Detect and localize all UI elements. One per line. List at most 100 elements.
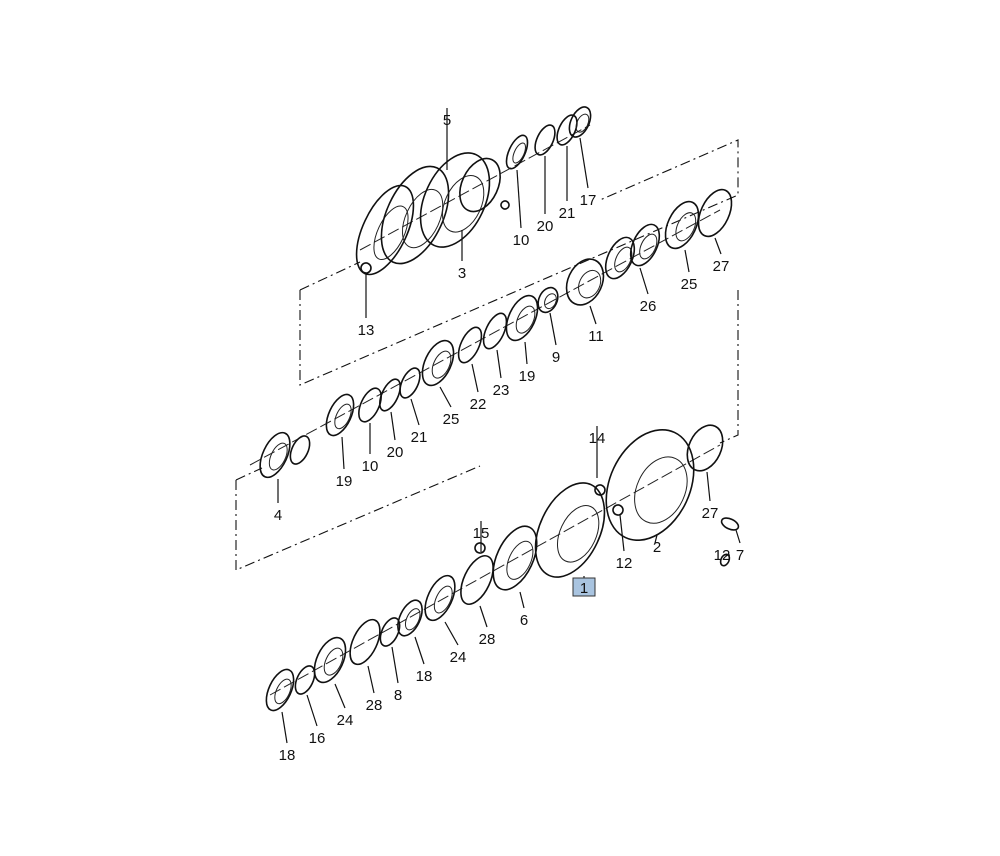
part-35 (534, 482, 606, 578)
part-20 (604, 236, 636, 280)
part-labels: 5102021173132725261191923222521201019414… (274, 112, 744, 764)
leader-line (341, 436, 345, 470)
leader-line (654, 534, 658, 544)
part-16 (482, 312, 508, 350)
leader-line (516, 169, 522, 229)
part-label-21[interactable]: 21 (559, 205, 576, 222)
part-label-24[interactable]: 24 (337, 712, 354, 729)
part-label-18[interactable]: 18 (279, 747, 296, 764)
assembly-frames (235, 139, 739, 571)
part-label-15[interactable]: 15 (473, 525, 490, 542)
part-label-16[interactable]: 16 (309, 730, 326, 747)
part-label-18[interactable]: 18 (416, 668, 433, 685)
part-12 (378, 378, 402, 412)
leader-line (684, 249, 690, 273)
part-label-5[interactable]: 5 (443, 112, 451, 129)
part-label-19[interactable]: 19 (336, 473, 353, 490)
part-25 (289, 435, 311, 465)
leader-line (391, 646, 399, 684)
part-label-7[interactable]: 7 (736, 547, 744, 564)
leader-line (589, 305, 597, 325)
leader-line (714, 237, 722, 255)
part-label-26[interactable]: 26 (640, 298, 657, 315)
leader-line (444, 621, 459, 646)
part-17 (505, 294, 539, 342)
leader-line (639, 267, 649, 295)
part-label-25[interactable]: 25 (681, 276, 698, 293)
part-32 (424, 574, 456, 622)
part-label-12[interactable]: 12 (714, 547, 731, 564)
lower-frame (235, 465, 481, 571)
part-label-25[interactable]: 25 (443, 411, 460, 428)
part-label-24[interactable]: 24 (450, 649, 467, 666)
part-11 (358, 387, 382, 423)
part-7 (568, 106, 592, 138)
part-label-21[interactable]: 21 (411, 429, 428, 446)
part-label-23[interactable]: 23 (493, 382, 510, 399)
part-40 (474, 542, 486, 554)
part-label-3[interactable]: 3 (458, 265, 466, 282)
part-13 (399, 367, 421, 399)
part-5 (534, 124, 556, 156)
part-42 (720, 517, 740, 531)
part-0 (355, 184, 415, 276)
part-39 (612, 504, 624, 516)
part-2 (419, 152, 491, 248)
part-14 (421, 339, 455, 387)
part-28 (313, 636, 347, 684)
part-label-28[interactable]: 28 (479, 631, 496, 648)
parts (259, 106, 740, 712)
part-8 (360, 262, 372, 274)
part-22 (664, 200, 700, 250)
part-label-12[interactable]: 12 (616, 555, 633, 572)
highlight-box[interactable] (572, 577, 596, 597)
part-37 (686, 424, 724, 472)
leader-line (414, 636, 425, 665)
leader-line (479, 605, 488, 628)
part-label-20[interactable]: 20 (537, 218, 554, 235)
part-36 (605, 428, 695, 542)
part-18 (537, 286, 559, 314)
part-label-20[interactable]: 20 (387, 444, 404, 461)
part-label-28[interactable]: 28 (366, 697, 383, 714)
part-label-1[interactable]: 1 (580, 580, 588, 597)
leader-line (390, 411, 396, 441)
leader-line (367, 665, 375, 694)
leader-line (524, 341, 528, 365)
part-label-27[interactable]: 27 (702, 505, 719, 522)
part-label-19[interactable]: 19 (519, 368, 536, 385)
leader-line (439, 386, 452, 408)
part-1 (380, 165, 450, 265)
part-label-17[interactable]: 17 (580, 192, 597, 209)
leader-line (735, 529, 741, 544)
leader-line (306, 694, 318, 727)
part-29 (349, 618, 381, 666)
leader-lines (277, 108, 741, 744)
part-label-13[interactable]: 13 (358, 322, 375, 339)
part-21 (629, 223, 661, 267)
part-9 (500, 200, 510, 210)
part-label-14[interactable]: 14 (589, 430, 606, 447)
part-19 (565, 258, 605, 306)
leader-line (496, 349, 502, 379)
part-30 (379, 617, 401, 647)
part-label-22[interactable]: 22 (470, 396, 487, 413)
leader-line (334, 683, 346, 709)
part-3 (459, 157, 501, 213)
part-label-4[interactable]: 4 (274, 507, 282, 524)
leader-line (519, 591, 525, 609)
part-label-10[interactable]: 10 (362, 458, 379, 475)
part-label-11[interactable]: 11 (588, 328, 604, 345)
part-33 (460, 555, 494, 605)
part-label-6[interactable]: 6 (520, 612, 528, 629)
part-label-9[interactable]: 9 (552, 349, 560, 366)
leader-line (706, 471, 711, 502)
part-label-10[interactable]: 10 (513, 232, 530, 249)
part-34 (492, 525, 538, 591)
upper-frame-top (299, 261, 361, 291)
part-label-27[interactable]: 27 (713, 258, 730, 275)
part-label-2[interactable]: 2 (653, 539, 661, 556)
part-label-8[interactable]: 8 (394, 687, 402, 704)
